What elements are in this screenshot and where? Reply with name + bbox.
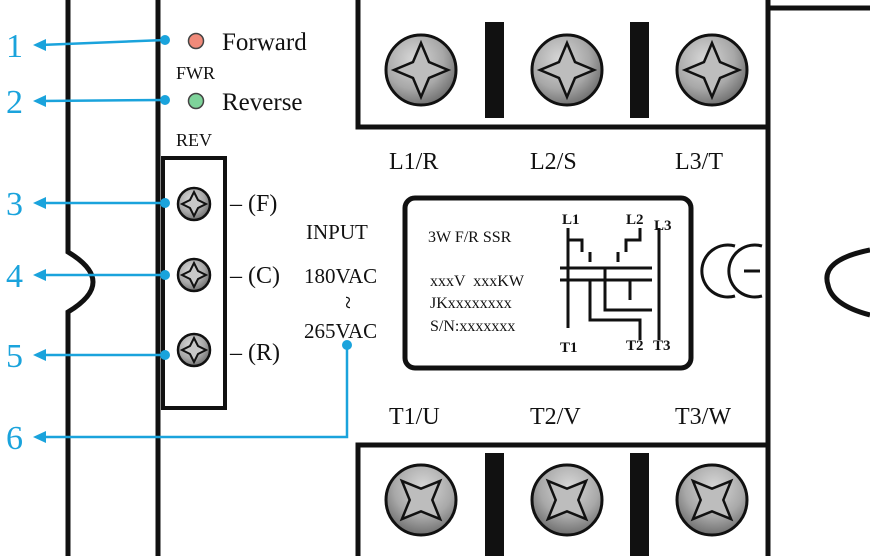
input-voltage-tilde: ~ bbox=[334, 296, 360, 309]
schematic-t3: T3 bbox=[653, 338, 671, 354]
callout-number: 2 bbox=[6, 84, 23, 121]
input-screw-f-icon bbox=[176, 186, 212, 222]
reverse-led-icon bbox=[187, 92, 205, 110]
arrow-left-icon bbox=[33, 431, 46, 443]
input-voltage-low: 180VAC bbox=[304, 264, 377, 288]
nameplate-serial: S/N:xxxxxxx bbox=[430, 318, 515, 335]
terminal-divider bbox=[630, 22, 649, 118]
input-terminal-f-label: – (F) bbox=[229, 191, 277, 217]
arrow-left-icon bbox=[33, 349, 46, 361]
schematic-l3: L3 bbox=[654, 218, 672, 234]
nameplate-model: 3W F/R SSR bbox=[428, 229, 512, 246]
callout-3: 3 bbox=[6, 186, 170, 223]
input-voltage-high: 265VAC bbox=[304, 319, 377, 343]
schematic-t1: T1 bbox=[560, 340, 578, 356]
input-title: INPUT bbox=[306, 220, 368, 244]
forward-led-icon bbox=[187, 32, 205, 50]
schematic-l2: L2 bbox=[626, 212, 644, 228]
reverse-label: Reverse bbox=[222, 89, 303, 116]
load-screw-icon bbox=[384, 463, 458, 537]
callout-5: 5 bbox=[6, 338, 170, 375]
callout-number: 4 bbox=[6, 258, 23, 295]
nameplate-schematic bbox=[560, 228, 661, 340]
line-screws bbox=[384, 33, 749, 107]
forward-label: Forward bbox=[222, 29, 307, 56]
line-screw-icon bbox=[675, 33, 749, 107]
nameplate: 3W F/R SSR xxxV xxxKW JKxxxxxxxx S/N:xxx… bbox=[402, 195, 694, 371]
line-screw-icon bbox=[530, 33, 604, 107]
callout-dot bbox=[160, 350, 170, 360]
input-screws bbox=[176, 186, 212, 368]
arrow-left-icon bbox=[33, 95, 46, 107]
load-terminal-t2-label: T2/V bbox=[530, 404, 581, 430]
callout-6: 6 bbox=[6, 340, 352, 457]
load-terminal-t1-label: T1/U bbox=[389, 404, 440, 430]
callout-leader bbox=[39, 98, 166, 103]
callout-leader bbox=[39, 38, 166, 47]
arrow-left-icon bbox=[33, 39, 46, 51]
load-screw-icon bbox=[675, 463, 749, 537]
input-terminal-c-label: – (C) bbox=[229, 263, 280, 289]
input-terminal-r-label: – (R) bbox=[229, 340, 280, 366]
callout-number: 5 bbox=[6, 338, 23, 375]
reverse-code: REV bbox=[176, 130, 212, 150]
nameplate-rating: xxxV xxxKW bbox=[430, 273, 525, 290]
schematic-l1: L1 bbox=[562, 212, 580, 228]
callout-dot bbox=[342, 340, 352, 350]
load-screw-icon bbox=[530, 463, 604, 537]
callout-number: 1 bbox=[6, 28, 23, 65]
arrow-left-icon bbox=[33, 269, 46, 281]
callout-dot bbox=[160, 270, 170, 280]
load-terminal-t3-label: T3/W bbox=[675, 404, 731, 430]
callout-dot bbox=[160, 95, 170, 105]
input-terminal-block bbox=[161, 156, 227, 410]
load-screws bbox=[384, 463, 749, 537]
line-screw-icon bbox=[384, 33, 458, 107]
nameplate-part: JKxxxxxxxx bbox=[430, 295, 512, 312]
input-screw-r-icon bbox=[176, 332, 212, 368]
input-screw-c-icon bbox=[176, 257, 212, 293]
callout-2: 2 bbox=[6, 84, 170, 121]
line-terminal-l1-label: L1/R bbox=[389, 149, 438, 175]
terminal-divider bbox=[485, 22, 504, 118]
arrow-left-icon bbox=[33, 197, 46, 209]
callout-dot bbox=[160, 198, 170, 208]
callout-4: 4 bbox=[6, 258, 170, 295]
schematic-t2: T2 bbox=[626, 338, 644, 354]
ce-mark-icon bbox=[700, 243, 763, 299]
forward-code: FWR bbox=[176, 63, 215, 83]
callout-leader bbox=[40, 345, 349, 439]
callout-dot bbox=[160, 35, 170, 45]
line-terminal-l3-label: L3/T bbox=[675, 149, 723, 175]
callout-number: 6 bbox=[6, 420, 23, 457]
device-body bbox=[65, 0, 870, 556]
callout-number: 3 bbox=[6, 186, 23, 223]
terminal-divider bbox=[485, 453, 504, 556]
line-terminal-l2-label: L2/S bbox=[530, 149, 577, 175]
callout-1: 1 bbox=[6, 28, 170, 65]
callouts: 1 2 3 4 5 6 bbox=[6, 28, 352, 457]
terminal-divider bbox=[630, 453, 649, 556]
